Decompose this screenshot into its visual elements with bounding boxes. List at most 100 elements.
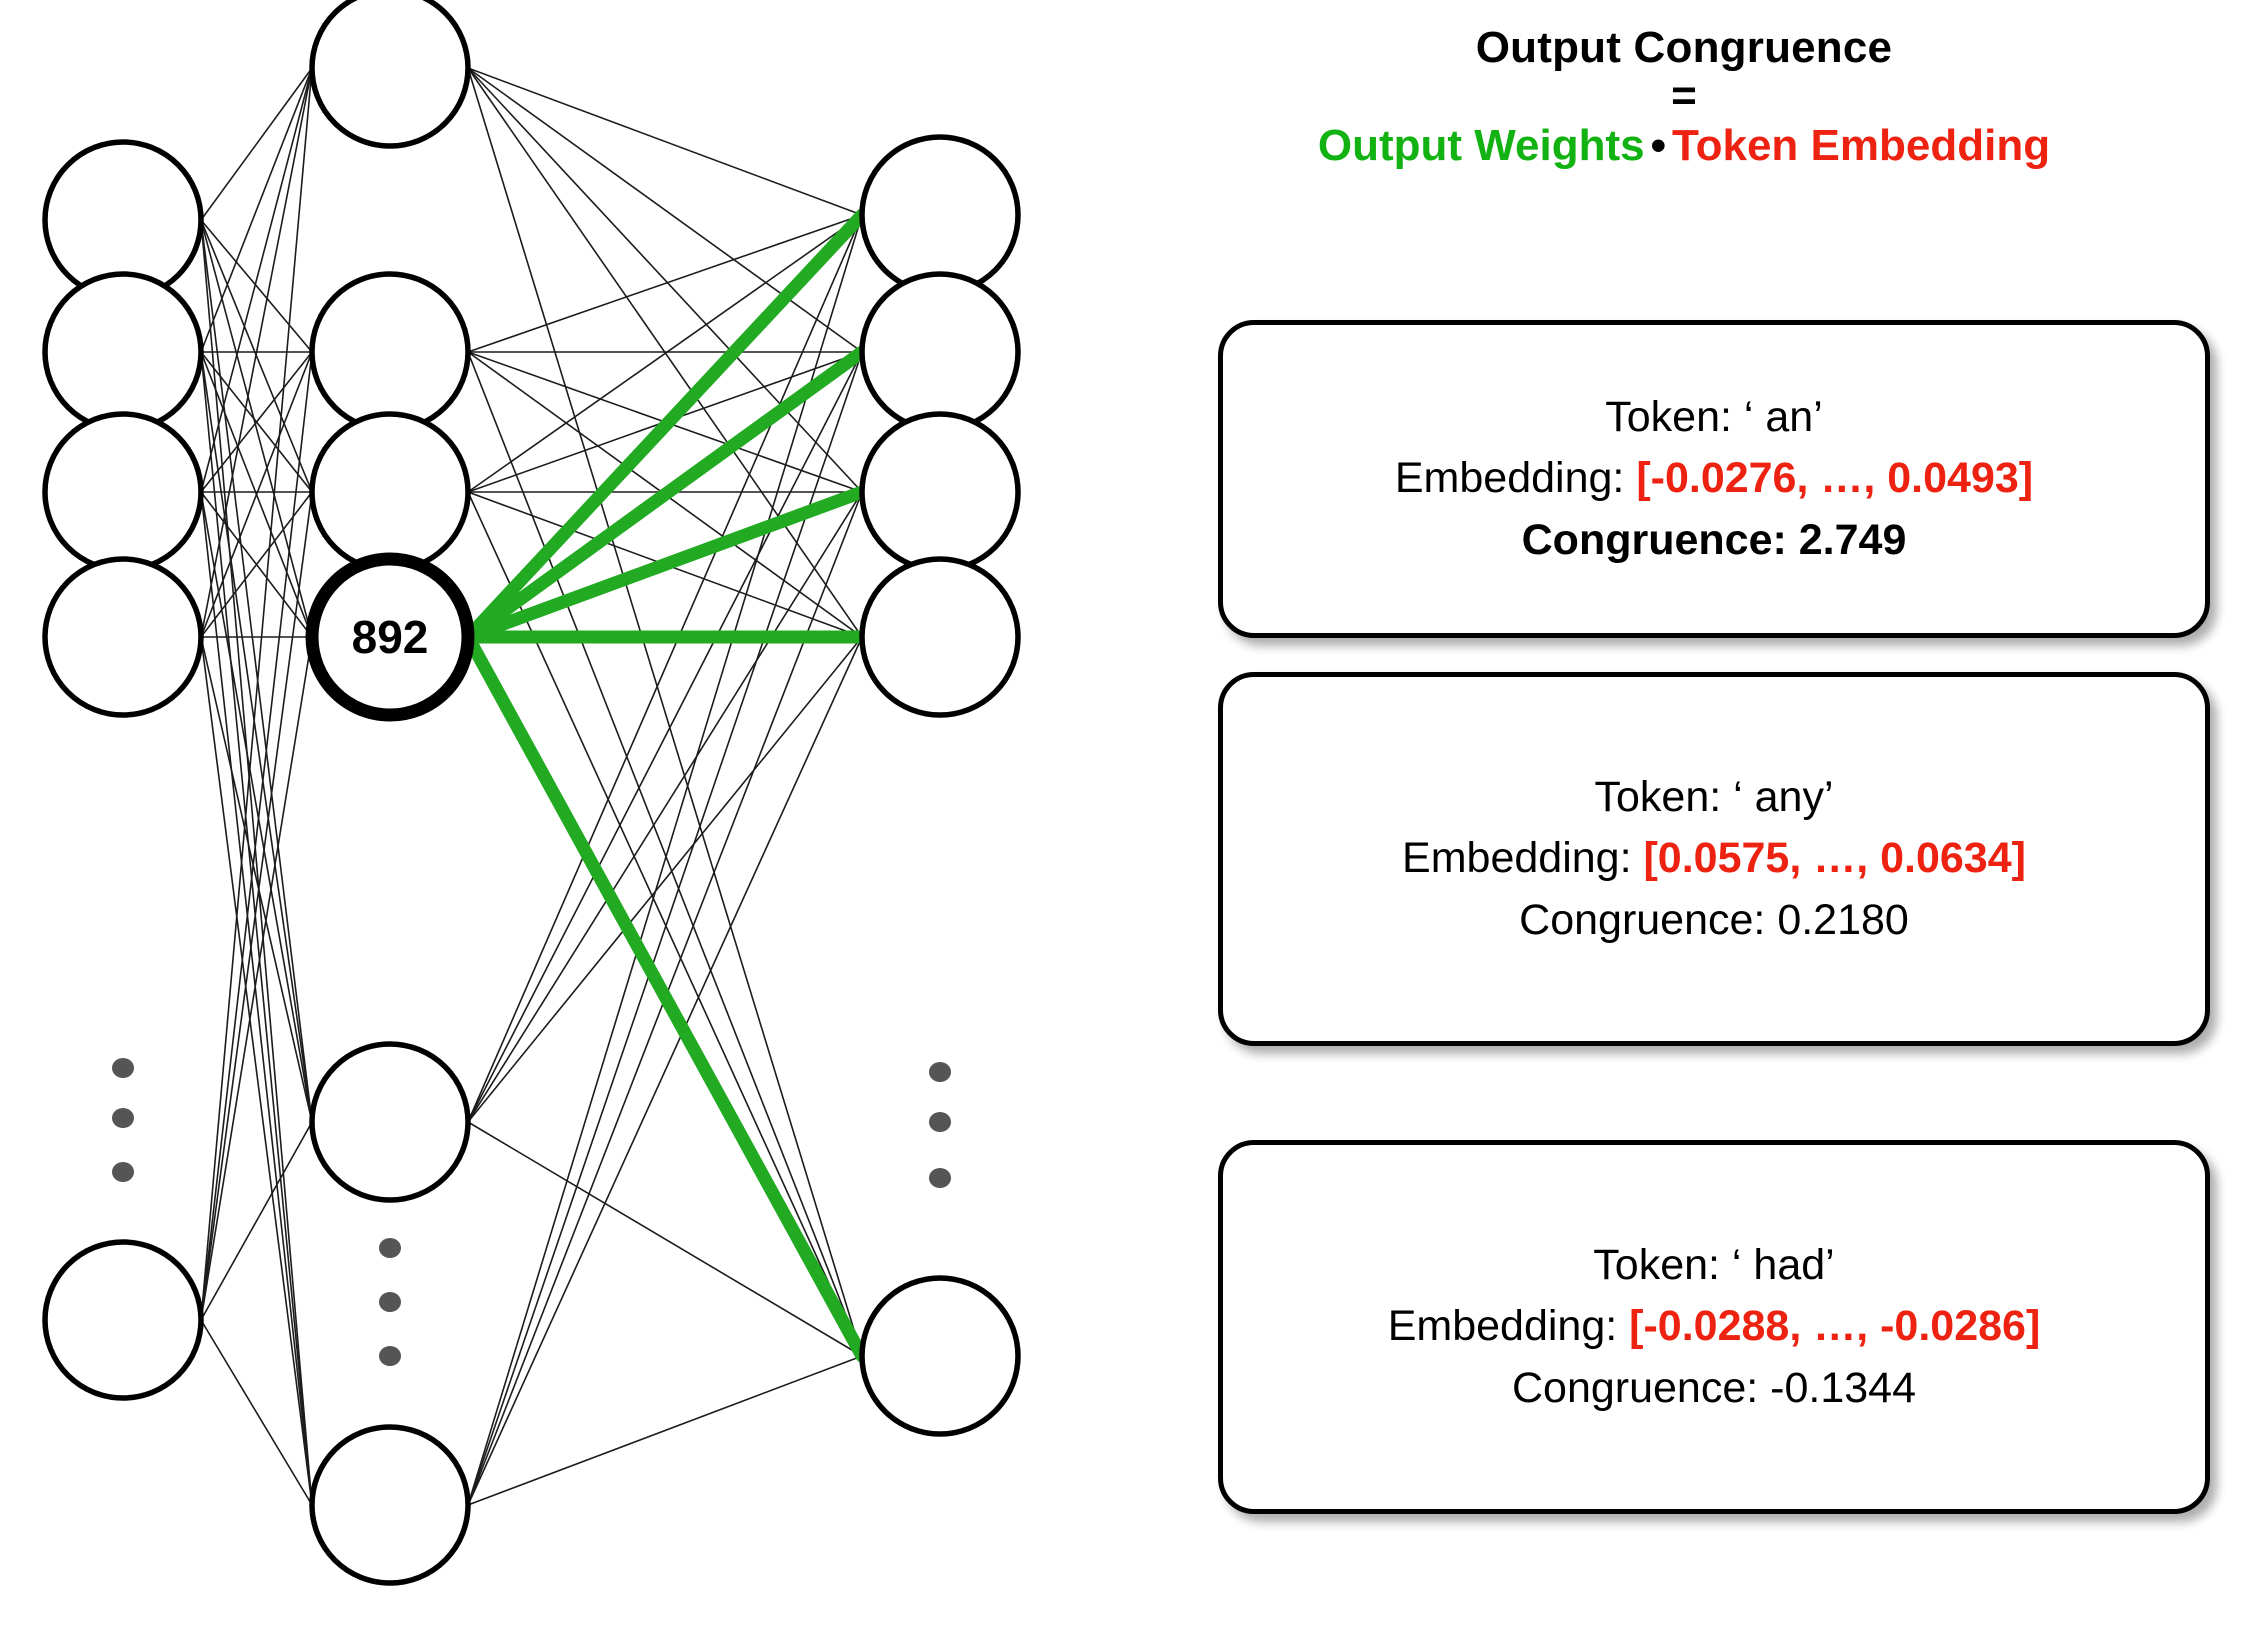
embedding-label: Embedding:	[1394, 454, 1637, 503]
card-token-line: Token: ‘ an’	[1605, 387, 1823, 448]
network-node-hidden[interactable]	[309, 1041, 471, 1203]
network-node-output[interactable]	[859, 271, 1021, 433]
embedding-value: [-0.0276, …, 0.0493]	[1636, 454, 2034, 503]
network-node-output[interactable]	[859, 1275, 1021, 1437]
network-edge	[200, 219, 313, 1123]
network-node-input[interactable]	[42, 1239, 204, 1401]
embedding-value: [-0.0288, …, -0.0286]	[1629, 1302, 2041, 1351]
token-card[interactable]: Token: ‘ any’ Embedding: [0.0575, …, 0.0…	[1218, 672, 2210, 1046]
card-token-line: Token: ‘ had’	[1593, 1235, 1834, 1296]
card-congruence-line: Congruence: -0.1344	[1512, 1358, 1916, 1419]
congruence-value: -0.1344	[1770, 1363, 1916, 1412]
network-edge	[200, 636, 313, 1506]
card-token-line: Token: ‘ any’	[1594, 767, 1833, 828]
network-edge	[467, 214, 863, 353]
network-node-hidden[interactable]	[309, 271, 471, 433]
embedding-label: Embedding:	[1387, 1302, 1630, 1351]
network-node-hidden[interactable]	[309, 411, 471, 573]
token-card[interactable]: Token: ‘ an’ Embedding: [-0.0276, …, 0.0…	[1218, 320, 2210, 638]
highlighted-edge	[461, 208, 869, 644]
neural-network-diagram: 892	[0, 0, 1120, 1632]
card-congruence-line: Congruence: 2.749	[1522, 510, 1907, 571]
highlighted-edge-group	[461, 208, 869, 1363]
term-output-weights: Output Weights	[1317, 120, 1645, 170]
ellipsis-group	[112, 1058, 951, 1366]
highlighted-edge	[461, 345, 869, 644]
ellipsis-dot-hidden	[379, 1292, 401, 1312]
token-label: Token:	[1594, 773, 1734, 822]
ellipsis-dot-input	[112, 1162, 134, 1182]
formula-header: Output Congruence = Output Weights•Token…	[1120, 22, 2248, 171]
network-edge	[200, 1121, 313, 1321]
congruence-value: 2.749	[1798, 515, 1907, 564]
network-edge	[200, 491, 313, 1506]
network-edge	[467, 1121, 863, 1357]
network-edge	[200, 491, 313, 1123]
congruence-value: 0.2180	[1777, 895, 1909, 944]
token-value: ‘ an’	[1743, 393, 1823, 442]
embedding-value: [0.0575, …, 0.0634]	[1643, 834, 2026, 883]
ellipsis-dot-input	[112, 1058, 134, 1078]
network-edge	[200, 351, 313, 1321]
network-edge	[200, 1319, 313, 1506]
token-value: ‘ had’	[1731, 1241, 1835, 1290]
network-svg: 892	[42, 0, 1021, 1586]
network-node-input[interactable]	[42, 556, 204, 718]
term-token-embedding: Token Embedding	[1672, 120, 2051, 170]
network-edge	[200, 219, 313, 1506]
network-node-output[interactable]	[859, 556, 1021, 718]
network-edge	[467, 636, 863, 1123]
network-edge	[200, 636, 313, 1123]
congruence-label: Congruence:	[1521, 515, 1799, 564]
network-edge	[467, 214, 863, 1506]
network-edge	[200, 67, 313, 353]
card-embedding-line: Embedding: [-0.0288, …, -0.0286]	[1388, 1296, 2041, 1357]
congruence-label: Congruence:	[1511, 1363, 1771, 1412]
dot-product-operator: •	[1650, 120, 1666, 170]
token-label: Token:	[1593, 1241, 1732, 1290]
node-group	[42, 0, 1021, 1586]
network-edge	[200, 636, 313, 1321]
network-edge	[200, 67, 313, 1321]
ellipsis-dot-input	[112, 1108, 134, 1128]
formula-equals-sign: =	[1671, 71, 1697, 121]
network-node-output[interactable]	[859, 411, 1021, 573]
network-edge	[467, 1355, 863, 1506]
card-embedding-line: Embedding: [0.0575, …, 0.0634]	[1402, 828, 2026, 889]
network-edge	[467, 67, 863, 493]
thin-edge-group	[200, 67, 863, 1506]
network-edge	[200, 491, 313, 1321]
network-edge	[200, 219, 313, 353]
highlighted-edge	[461, 630, 869, 1363]
network-edge	[467, 67, 863, 216]
token-card[interactable]: Token: ‘ had’ Embedding: [-0.0288, …, -0…	[1218, 1140, 2210, 1514]
network-edge	[467, 351, 863, 1506]
formula-product-line: Output Weights•Token Embedding	[1120, 120, 2248, 171]
network-edge	[200, 351, 313, 1506]
congruence-label: Congruence:	[1519, 895, 1778, 944]
ellipsis-dot-output	[929, 1062, 951, 1082]
network-edge	[467, 636, 863, 1506]
network-edge	[467, 214, 863, 1123]
network-edge	[467, 351, 863, 1123]
network-edge	[467, 491, 863, 1123]
network-node-output[interactable]	[859, 134, 1021, 296]
network-node-input[interactable]	[42, 271, 204, 433]
token-value: ‘ any’	[1733, 773, 1834, 822]
network-node-hidden[interactable]	[309, 0, 471, 149]
network-edge	[200, 67, 313, 221]
network-node-hidden[interactable]	[309, 1424, 471, 1586]
formula-title: Output Congruence	[1475, 23, 1893, 72]
network-node-selected[interactable]	[305, 552, 475, 722]
network-edge	[200, 351, 313, 493]
network-node-input[interactable]	[42, 411, 204, 573]
network-edge	[467, 67, 863, 1357]
ellipsis-dot-output	[929, 1112, 951, 1132]
network-edge	[200, 351, 313, 1123]
network-edge	[200, 67, 313, 493]
network-edge	[200, 219, 313, 638]
ellipsis-dot-hidden	[379, 1346, 401, 1366]
token-label: Token:	[1605, 393, 1744, 442]
info-panel: Output Congruence = Output Weights•Token…	[1120, 0, 2248, 1632]
network-edge	[467, 351, 863, 1357]
